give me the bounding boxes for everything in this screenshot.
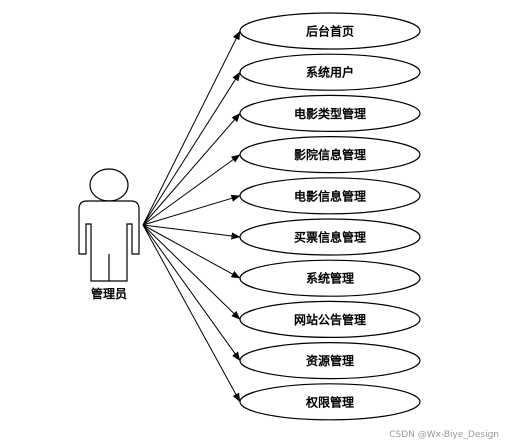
use-case-2: 系统用户 bbox=[239, 53, 421, 91]
use-case-ellipse bbox=[239, 53, 421, 91]
use-case-list: 后台首页系统用户电影类型管理影院信息管理电影信息管理买票信息管理系统管理网站公告… bbox=[239, 12, 421, 421]
association-arrow-5 bbox=[142, 194, 241, 226]
use-case-3: 电影类型管理 bbox=[239, 94, 421, 133]
use-case-1: 后台首页 bbox=[239, 12, 421, 50]
use-case-ellipse bbox=[239, 136, 421, 174]
use-case-5: 电影信息管理 bbox=[239, 177, 421, 215]
use-case-label: 影院信息管理 bbox=[294, 147, 366, 162]
use-case-9: 资源管理 bbox=[239, 342, 421, 380]
use-case-label: 资源管理 bbox=[306, 353, 354, 368]
use-case-ellipse bbox=[239, 218, 421, 256]
association-arrow-1 bbox=[142, 30, 241, 226]
use-case-label: 电影信息管理 bbox=[294, 188, 366, 203]
use-case-10: 权限管理 bbox=[239, 383, 421, 421]
association-arrow-10 bbox=[142, 224, 241, 403]
association-arrow-3 bbox=[142, 113, 241, 226]
association-arrows bbox=[142, 30, 241, 403]
association-arrow-9 bbox=[142, 224, 241, 361]
actor-head bbox=[89, 168, 129, 202]
use-case-ellipse bbox=[239, 300, 421, 338]
actor-body bbox=[78, 200, 140, 282]
use-case-8: 网站公告管理 bbox=[239, 300, 421, 338]
use-case-label: 系统管理 bbox=[306, 271, 354, 286]
use-case-ellipse bbox=[239, 383, 421, 421]
use-case-7: 系统管理 bbox=[239, 259, 421, 297]
association-arrow-6 bbox=[142, 224, 241, 240]
use-case-label: 网站公告管理 bbox=[294, 312, 366, 327]
association-arrow-7 bbox=[142, 224, 241, 279]
use-case-label: 权限管理 bbox=[305, 394, 354, 409]
actor-administrator: 管理员 bbox=[78, 168, 140, 301]
use-case-ellipse bbox=[239, 342, 421, 380]
use-case-6: 买票信息管理 bbox=[239, 218, 421, 256]
watermark: CSDN @Wx-Biye_Design bbox=[389, 430, 499, 440]
use-case-label: 后台首页 bbox=[306, 24, 354, 39]
use-case-ellipse bbox=[239, 259, 421, 297]
use-case-label: 买票信息管理 bbox=[294, 230, 366, 245]
use-case-ellipse bbox=[239, 94, 421, 133]
use-case-ellipse bbox=[239, 12, 421, 50]
use-case-ellipse bbox=[239, 177, 421, 215]
association-arrow-4 bbox=[142, 154, 241, 226]
use-case-label: 电影类型管理 bbox=[294, 106, 366, 121]
use-case-label: 系统用户 bbox=[306, 65, 354, 80]
association-arrow-2 bbox=[142, 71, 241, 226]
actor-label: 管理员 bbox=[91, 286, 127, 301]
use-case-4: 影院信息管理 bbox=[239, 136, 421, 174]
association-arrow-8 bbox=[142, 224, 241, 320]
